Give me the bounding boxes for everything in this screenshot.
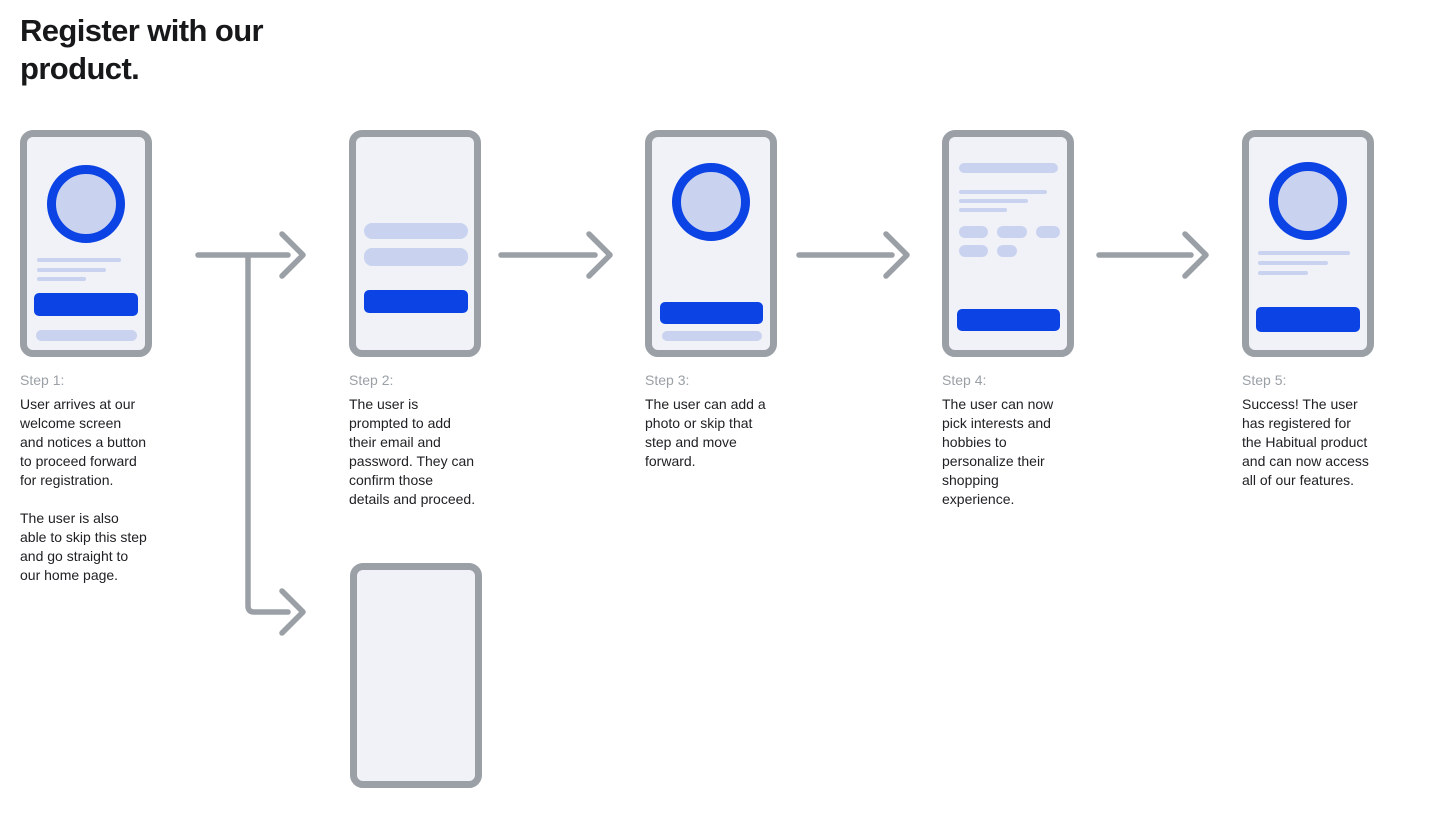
email-input-placeholder — [364, 223, 468, 239]
step-label: Step 3: — [645, 372, 690, 388]
step-1-column: Step 1: User arrives at our welcome scre… — [20, 130, 154, 585]
interest-chip-placeholder — [997, 245, 1017, 257]
phone-frame-step3 — [645, 130, 777, 357]
text-line-placeholder — [1258, 251, 1350, 255]
password-input-placeholder — [364, 248, 468, 266]
phone-frame-step4 — [942, 130, 1074, 357]
arrow-step2-to-step3-icon — [498, 231, 613, 279]
header-bar-placeholder — [959, 163, 1058, 173]
step-2-column: Step 2: The user is prompted to add thei… — [349, 130, 483, 509]
step-label: Step 2: — [349, 372, 394, 388]
interest-chip-placeholder — [997, 226, 1027, 238]
text-line-placeholder — [959, 190, 1047, 194]
secondary-button-placeholder — [36, 330, 137, 341]
primary-button-placeholder — [1256, 307, 1360, 332]
step-description: The user can now pick interests and hobb… — [942, 396, 1054, 508]
phone-screen-blank — [357, 570, 475, 781]
phone-screen-success — [1249, 137, 1367, 350]
phone-screen-interests — [949, 137, 1067, 350]
step-description: Success! The user has registered for the… — [1242, 396, 1369, 489]
avatar-circle-placeholder — [1269, 162, 1347, 240]
text-line-placeholder — [37, 258, 121, 262]
phone-screen-photo — [652, 137, 770, 350]
phone-frame-step5 — [1242, 130, 1374, 357]
phone-screen-welcome — [27, 137, 145, 350]
skip-link-placeholder — [662, 331, 762, 341]
step-label: Step 5: — [1242, 372, 1287, 388]
text-line-placeholder — [1258, 271, 1308, 275]
interest-chip-placeholder — [959, 226, 988, 238]
phone-frame-skip-home — [350, 563, 482, 788]
photo-circle-placeholder — [672, 163, 750, 241]
step-4-column: Step 4: The user can now pick interests … — [942, 130, 1076, 509]
branch-arrow-step1-to-skip-icon — [245, 254, 306, 636]
interest-chip-placeholder — [1036, 226, 1060, 238]
phone-frame-step2 — [349, 130, 481, 357]
avatar-circle-placeholder — [47, 165, 125, 243]
step-description: The user is prompted to add their email … — [349, 396, 476, 508]
primary-button-placeholder — [34, 293, 138, 316]
text-line-placeholder — [37, 277, 86, 281]
primary-button-placeholder — [660, 302, 763, 324]
step-3-column: Step 3: The user can add a photo or skip… — [645, 130, 779, 471]
arrow-step4-to-step5-icon — [1096, 231, 1209, 279]
step-description: User arrives at our welcome screen and n… — [20, 396, 147, 489]
text-line-placeholder — [37, 268, 106, 272]
step-label: Step 4: — [942, 372, 987, 388]
primary-button-placeholder — [364, 290, 468, 313]
step-5-column: Step 5: Success! The user has registered… — [1242, 130, 1376, 490]
arrow-step3-to-step4-icon — [796, 231, 910, 279]
arrow-step1-to-step2-icon — [195, 231, 306, 279]
text-line-placeholder — [959, 199, 1028, 203]
step-description-secondary: The user is also able to skip this step … — [20, 510, 147, 584]
phone-frame-step1 — [20, 130, 152, 357]
phone-screen-credentials — [356, 137, 474, 350]
primary-button-placeholder — [957, 309, 1060, 331]
step-description: The user can add a photo or skip that st… — [645, 396, 766, 470]
interest-chip-placeholder — [959, 245, 988, 257]
page-title: Register with our product. — [20, 13, 264, 86]
text-line-placeholder — [1258, 261, 1328, 265]
text-line-placeholder — [959, 208, 1007, 212]
step-label: Step 1: — [20, 372, 65, 388]
